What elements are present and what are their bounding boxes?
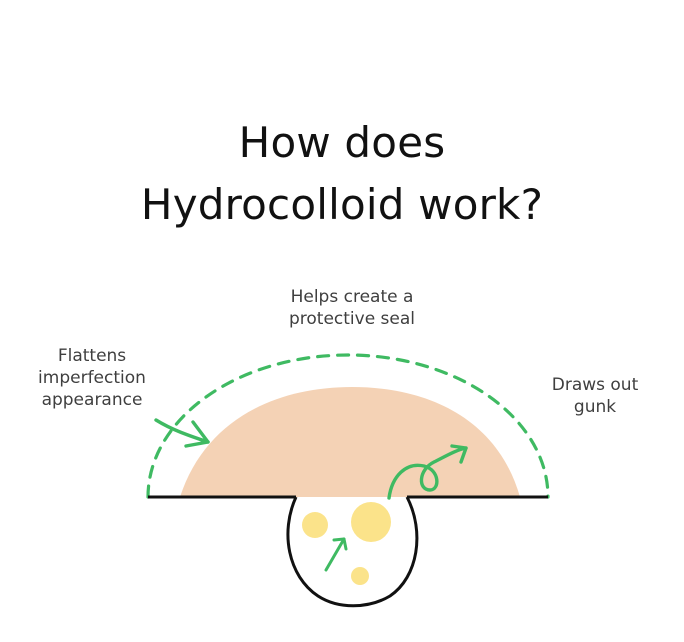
title-line-2: Hydrocolloid work? [140, 180, 544, 229]
gunk-particle [351, 502, 391, 542]
label-line: Helps create a [290, 287, 414, 307]
label-protective-seal: Helps create a protective seal [252, 286, 452, 330]
label-line: Flattens [57, 346, 127, 366]
label-draws-out-gunk: Draws out gunk [530, 374, 660, 418]
draws-out-gunk-arrow [387, 444, 468, 500]
page-title: How does Hydrocolloid work? [0, 112, 684, 236]
label-line: imperfection [38, 368, 146, 388]
label-line: gunk [573, 397, 617, 417]
title-line-1: How does [238, 118, 446, 167]
label-line: Draws out [551, 375, 639, 395]
label-flattens-imperfection: Flattens imperfection appearance [18, 345, 166, 411]
pore-pocket [286, 496, 419, 608]
flatten-arrow [154, 418, 210, 448]
protective-seal-dashed-arc [146, 353, 550, 499]
hydrocolloid-patch [180, 387, 520, 497]
gunk-particle [302, 512, 328, 538]
label-line: appearance [41, 390, 143, 410]
gunk-particle [351, 567, 369, 585]
inner-upward-arrow [324, 537, 348, 572]
label-line: protective seal [288, 309, 416, 329]
